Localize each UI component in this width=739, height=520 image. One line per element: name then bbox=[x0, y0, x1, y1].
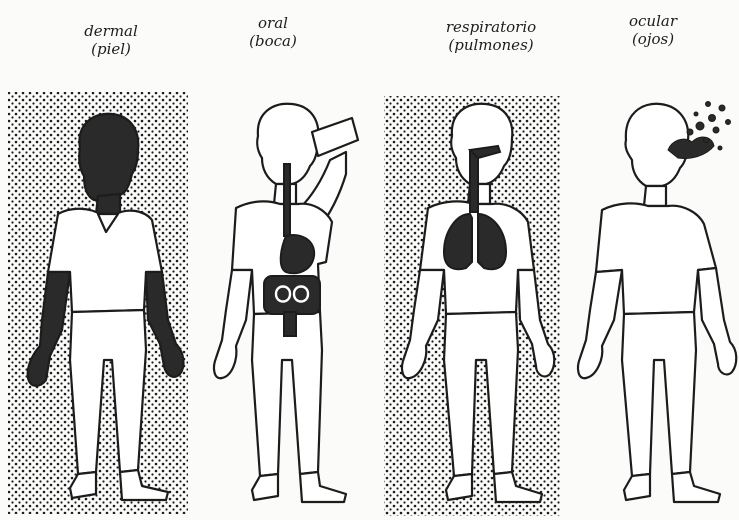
droplet bbox=[694, 112, 698, 116]
left-shoe bbox=[252, 474, 278, 500]
droplet bbox=[713, 127, 719, 133]
right-shoe bbox=[672, 472, 720, 502]
drink-container bbox=[312, 118, 358, 156]
left-arm bbox=[578, 270, 622, 378]
droplet bbox=[726, 120, 731, 125]
intestines bbox=[264, 276, 320, 314]
colon-tail bbox=[284, 312, 296, 336]
airway bbox=[470, 150, 478, 212]
right-arm bbox=[698, 268, 736, 374]
trousers bbox=[622, 312, 696, 476]
droplet bbox=[687, 129, 693, 135]
left-shoe bbox=[624, 474, 650, 500]
droplet bbox=[696, 122, 704, 130]
esophagus bbox=[284, 164, 290, 236]
right-shoe bbox=[300, 472, 346, 502]
panel-respiratorio bbox=[384, 96, 560, 516]
droplet bbox=[709, 115, 716, 122]
left-arm bbox=[214, 270, 252, 378]
panel-dermal bbox=[8, 92, 188, 514]
panel-oral bbox=[214, 104, 358, 502]
droplet bbox=[718, 146, 722, 150]
person-ocular bbox=[578, 104, 736, 502]
neck bbox=[96, 194, 120, 214]
stomach bbox=[281, 235, 314, 273]
droplet bbox=[706, 102, 711, 107]
neck bbox=[644, 186, 666, 206]
panel-ocular bbox=[578, 102, 736, 503]
droplet bbox=[704, 138, 709, 143]
droplet bbox=[719, 105, 725, 111]
